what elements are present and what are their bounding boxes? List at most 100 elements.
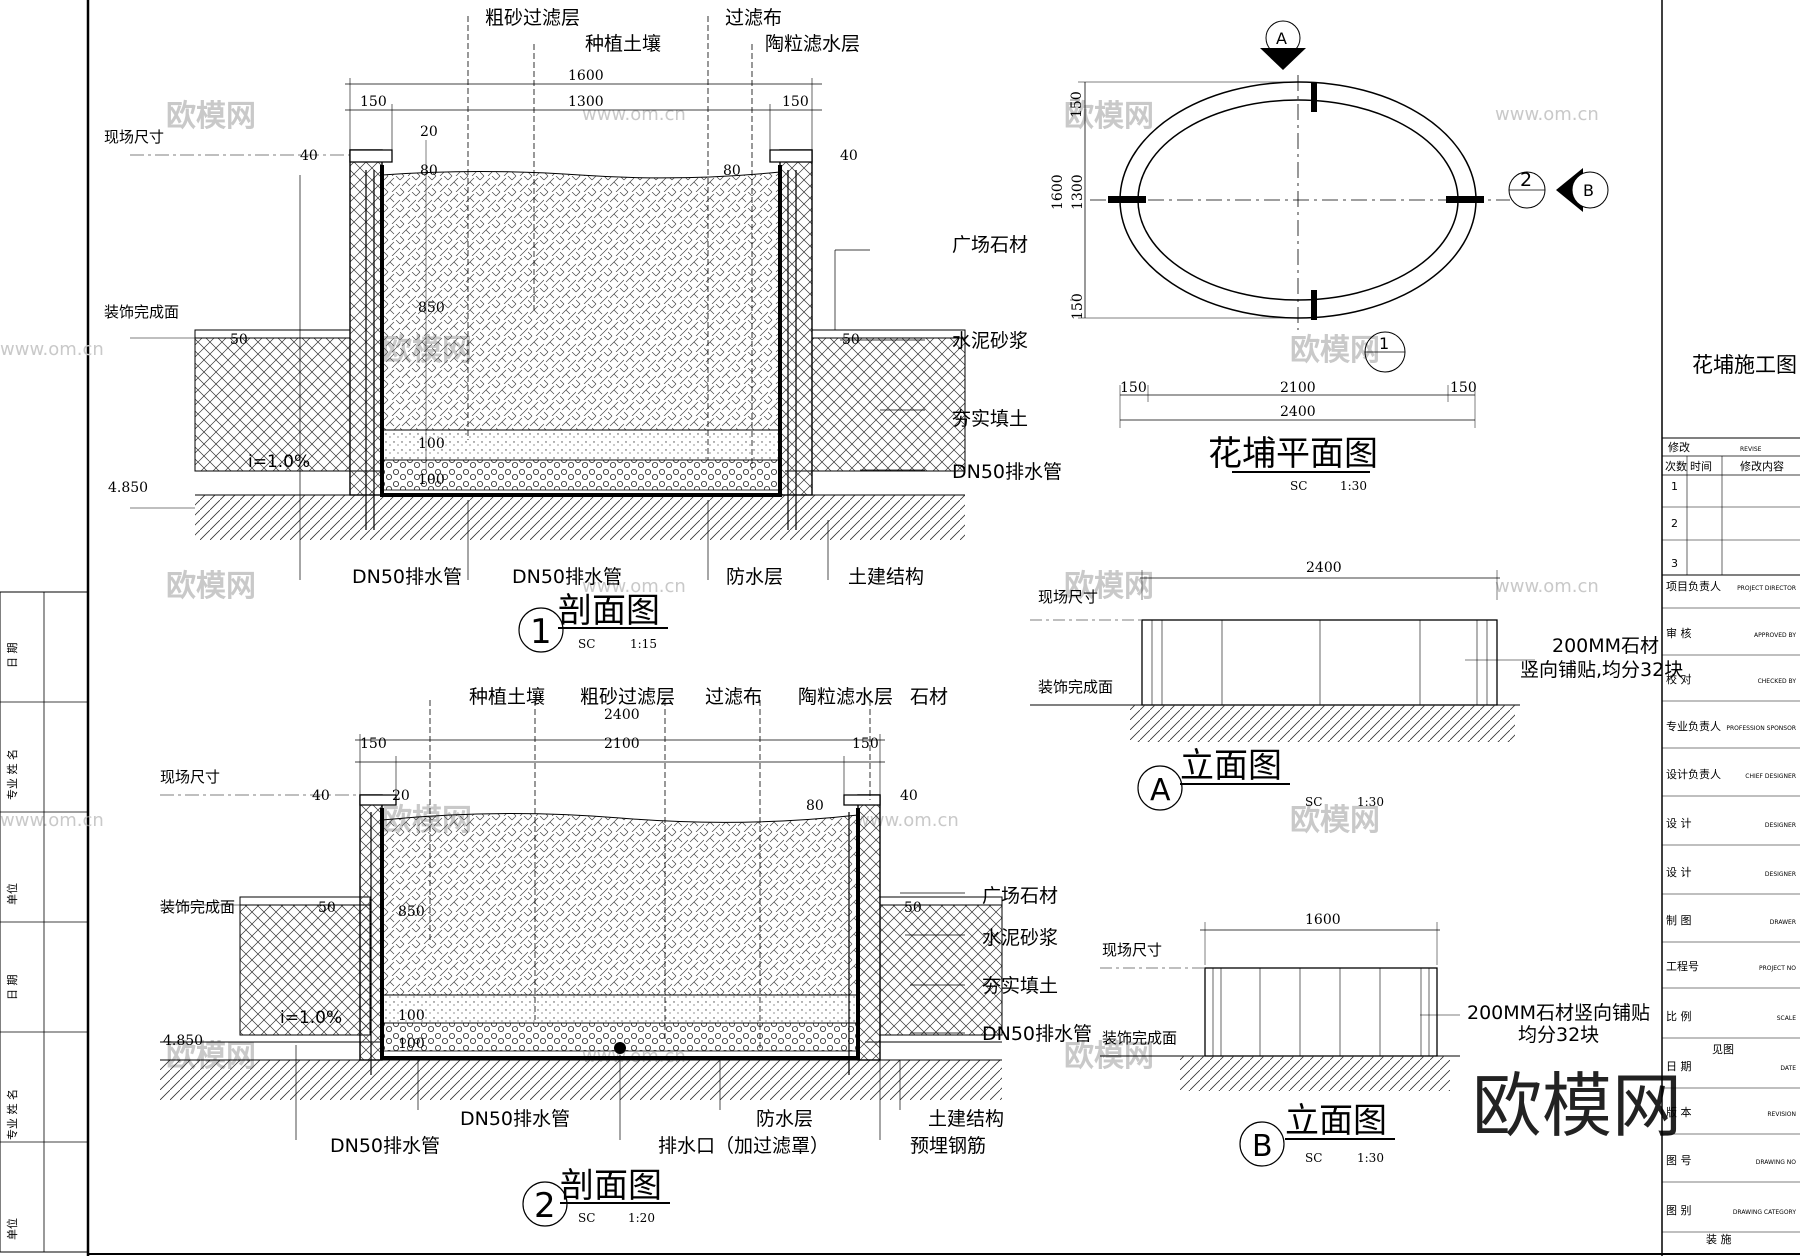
label-slope: i=1.0% xyxy=(248,452,310,472)
plan-dim-w-inner: 2100 xyxy=(1280,380,1316,396)
dim-top-20: 20 xyxy=(392,788,410,804)
role-label-cn: 版 本 xyxy=(1666,1105,1692,1119)
dim-side-left: 150 xyxy=(360,94,387,110)
elev-b-finish: 装饰完成面 xyxy=(1102,1029,1177,1047)
role-label-cn: 项目负责人 xyxy=(1666,579,1721,593)
section-1-sc: SC xyxy=(578,637,595,651)
sign-name-1: 专业 姓 名 xyxy=(5,749,19,800)
rev-row-2: 2 xyxy=(1671,517,1678,530)
elev-b-title: 立面图 xyxy=(1285,1101,1387,1141)
label-site-size: 现场尺寸 xyxy=(160,768,220,786)
revise-label-en: REVISE xyxy=(1740,446,1762,453)
label-coarse-sand: 粗砂过滤层 xyxy=(485,7,580,29)
label-filter-cloth: 过滤布 xyxy=(725,7,782,29)
watermark-url: www.om.cn xyxy=(855,810,959,831)
label-slope: i=1.0% xyxy=(280,1008,342,1028)
label-fill: 夯实填土 xyxy=(952,408,1028,430)
role-label-cn: 比 例 xyxy=(1666,1009,1692,1023)
label-mortar: 水泥砂浆 xyxy=(952,330,1028,352)
role-label-en: PROJECT DIRECTOR xyxy=(1737,585,1796,592)
dim-side-right: 150 xyxy=(782,94,809,110)
elevation-a-drawing xyxy=(1030,570,1535,811)
watermark-logo: 欧模网 xyxy=(1064,569,1154,604)
label-rebar: 预埋钢筋 xyxy=(910,1135,986,1157)
watermark-url: www.om.cn xyxy=(582,576,686,597)
dim-h850: 850 xyxy=(418,300,445,316)
watermark-url: www.om.cn xyxy=(1495,576,1599,597)
label-mortar: 水泥砂浆 xyxy=(982,927,1058,949)
label-pipe-bottom-2: DN50排水管 xyxy=(330,1135,440,1157)
label-site-size: 现场尺寸 xyxy=(104,128,164,146)
label-finish-surface: 装饰完成面 xyxy=(104,303,179,321)
role-label-cn: 设 计 xyxy=(1666,866,1692,879)
label-elevation: 4.850 xyxy=(108,480,148,496)
plan-dim-h-side-top: 150 xyxy=(1069,91,1085,118)
sign-date-2: 日 期 xyxy=(6,975,19,1001)
sign-block: 日 期 专业 姓 名 单位 日 期 专业 姓 名 单位 xyxy=(0,591,89,1253)
watermark-logo: 欧模网 xyxy=(1290,803,1380,838)
label-elevation: 4.850 xyxy=(163,1033,203,1049)
role-label-cn: 审 核 xyxy=(1666,626,1692,640)
section-2-number: 2 xyxy=(534,1186,556,1226)
sign-name-2: 专业 姓 名 xyxy=(5,1089,19,1140)
category-value: 装 施 xyxy=(1706,1233,1732,1246)
plan-dim-w-total: 2400 xyxy=(1280,404,1316,420)
label-plaza-stone: 广场石材 xyxy=(952,234,1028,256)
label-outlet: 排水口（加过滤罩） xyxy=(658,1135,829,1157)
role-label-cn: 设 计 xyxy=(1666,817,1692,830)
role-label-cn: 图 别 xyxy=(1666,1204,1692,1217)
role-label-cn: 校 对 xyxy=(1666,672,1692,686)
section-1-scale: 1:15 xyxy=(630,637,657,651)
plan-dim-w-side-right: 150 xyxy=(1450,380,1477,396)
revise-label: 修改 xyxy=(1668,440,1690,454)
plan-labels: 150 1600 1300 150 150 2100 150 2400 2 B … xyxy=(1050,29,1594,493)
label-soil: 种植土壤 xyxy=(585,33,661,55)
role-label-cn: 工程号 xyxy=(1666,960,1699,973)
elev-b-sc: SC xyxy=(1305,1151,1322,1165)
sign-date-1: 日 期 xyxy=(6,643,19,669)
elev-b-letter: B xyxy=(1252,1129,1273,1164)
label-pipe: DN50排水管 xyxy=(982,1023,1092,1045)
role-label-en: DRAWING NO xyxy=(1756,1159,1797,1166)
dim-h40-right: 40 xyxy=(900,788,918,804)
dim-total: 2400 xyxy=(604,707,640,723)
dim-h50-left: 50 xyxy=(318,900,336,916)
plan-dim-h-side-bottom: 150 xyxy=(1070,293,1086,320)
elev-a-note-2: 竖向铺贴,均分32块 xyxy=(1520,659,1683,681)
watermark-url: www.om.cn xyxy=(1495,104,1599,125)
dim-total: 1600 xyxy=(568,68,604,84)
section-1-drawing xyxy=(130,16,966,580)
role-label-en: DRAWER xyxy=(1770,919,1796,926)
dim-h50-right: 50 xyxy=(904,900,922,916)
elev-b-note-1: 200MM石材竖向铺贴 xyxy=(1467,1002,1650,1024)
rev-row-3: 3 xyxy=(1671,557,1678,570)
label-ceramsite: 陶粒滤水层 xyxy=(798,686,893,708)
label-fill: 夯实填土 xyxy=(982,975,1058,997)
plan-dim-w-side-left: 150 xyxy=(1120,380,1147,396)
plan-dim-h-inner: 1300 xyxy=(1070,174,1086,210)
plan-title: 花埔平面图 xyxy=(1208,434,1378,474)
plan-marker-b: B xyxy=(1583,181,1594,200)
section-1-labels: 粗砂过滤层 种植土壤 过滤布 陶粒滤水层 1600 150 1300 150 2… xyxy=(104,7,1062,653)
role-label-en: PROJECT NO xyxy=(1759,965,1796,972)
plan-marker-a: A xyxy=(1276,29,1287,48)
dim-top-20: 20 xyxy=(420,124,438,140)
role-label-en: PROFESSION SPONSOR xyxy=(1726,725,1796,732)
sign-unit-2: 单位 xyxy=(5,1218,19,1240)
section-2-labels: 种植土壤 粗砂过滤层 过滤布 陶粒滤水层 石材 2400 150 2100 15… xyxy=(160,686,1092,1227)
label-soil: 种植土壤 xyxy=(469,686,545,708)
elev-a-note-1: 200MM石材 xyxy=(1552,635,1659,657)
elev-a-finish: 装饰完成面 xyxy=(1038,678,1113,696)
label-pipe-bottom-2: DN50排水管 xyxy=(512,566,622,588)
elev-b-site-size: 现场尺寸 xyxy=(1102,941,1162,959)
dim-h50-left: 50 xyxy=(230,332,248,348)
label-filter-cloth: 过滤布 xyxy=(705,686,762,708)
dim-h50-right: 50 xyxy=(842,332,860,348)
role-label-en: DRAWING CATEGORY xyxy=(1733,1209,1797,1216)
label-pipe: DN50排水管 xyxy=(952,461,1062,483)
sign-unit-1: 单位 xyxy=(5,883,19,905)
section-1-number: 1 xyxy=(530,612,552,652)
dim-h100-b: 100 xyxy=(418,472,445,488)
